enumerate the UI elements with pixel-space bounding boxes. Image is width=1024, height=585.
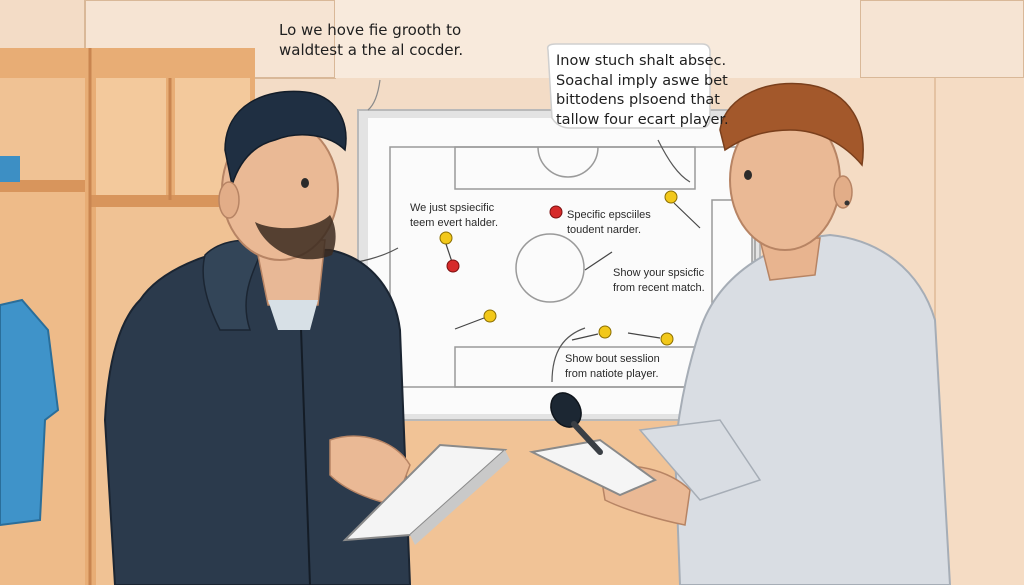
yellow-marker	[598, 325, 612, 339]
yellow-marker	[483, 309, 497, 323]
yellow-marker	[664, 190, 678, 204]
whiteboard-note-line: Specific epsciiles	[567, 209, 651, 221]
hanging-shirt	[0, 298, 60, 527]
top-caption-line: Lo we hove fie grooth to	[279, 21, 462, 39]
upper-wall-panel-right	[859, 0, 1024, 79]
hoodie	[103, 246, 412, 585]
bubble-caption-line: bittodens plsoend that	[556, 92, 720, 109]
bubble-caption-line: tallow four ecart player.	[556, 111, 729, 128]
top-caption-line: waldtest a the al cocder.	[279, 41, 464, 60]
top-caption: Lo we hove fie grooth to waldtest a the …	[279, 20, 463, 61]
sweater	[673, 233, 952, 585]
folded-shirt	[0, 156, 20, 182]
bubble-caption-line: Soachal imply aswe bet	[556, 72, 728, 89]
whiteboard-note-line: Show bout sesslion	[565, 353, 660, 365]
speech-bubble	[546, 43, 711, 129]
bubble-caption: Inow stuch shalt absec. Soachal imply as…	[556, 52, 729, 130]
yellow-marker	[660, 332, 674, 346]
bubble-caption-line: Inow stuch shalt absec.	[556, 53, 727, 69]
whiteboard-note-line: Show your spsicfic	[613, 267, 705, 279]
beard	[255, 215, 336, 260]
right-man	[528, 82, 952, 585]
whiteboard-note: Show bout sesslion from natiote player.	[565, 352, 660, 382]
whiteboard-note-line: teem evert halder.	[410, 216, 499, 229]
left-man	[103, 90, 510, 585]
whiteboard-note: Show your spsicfic from recent match.	[613, 266, 705, 296]
whiteboard-note: Specific epsciiles toudent narder.	[567, 208, 651, 238]
whiteboard-note-line: from recent match.	[613, 281, 705, 294]
hair	[719, 82, 864, 167]
top-penalty-box	[454, 146, 696, 190]
whiteboard-note-line: from natiote player.	[565, 367, 659, 380]
whiteboard	[357, 109, 761, 421]
red-marker	[446, 259, 460, 273]
whiteboard-note: We just spsiecific teem evert halder.	[410, 201, 498, 231]
whiteboard-note-line: toudent narder.	[567, 223, 642, 236]
hair	[224, 90, 347, 188]
yellow-marker	[439, 231, 453, 245]
red-marker	[549, 205, 563, 219]
notepad	[528, 438, 658, 497]
center-circle	[515, 233, 585, 303]
whiteboard-note-line: We just spsiecific	[410, 202, 495, 214]
